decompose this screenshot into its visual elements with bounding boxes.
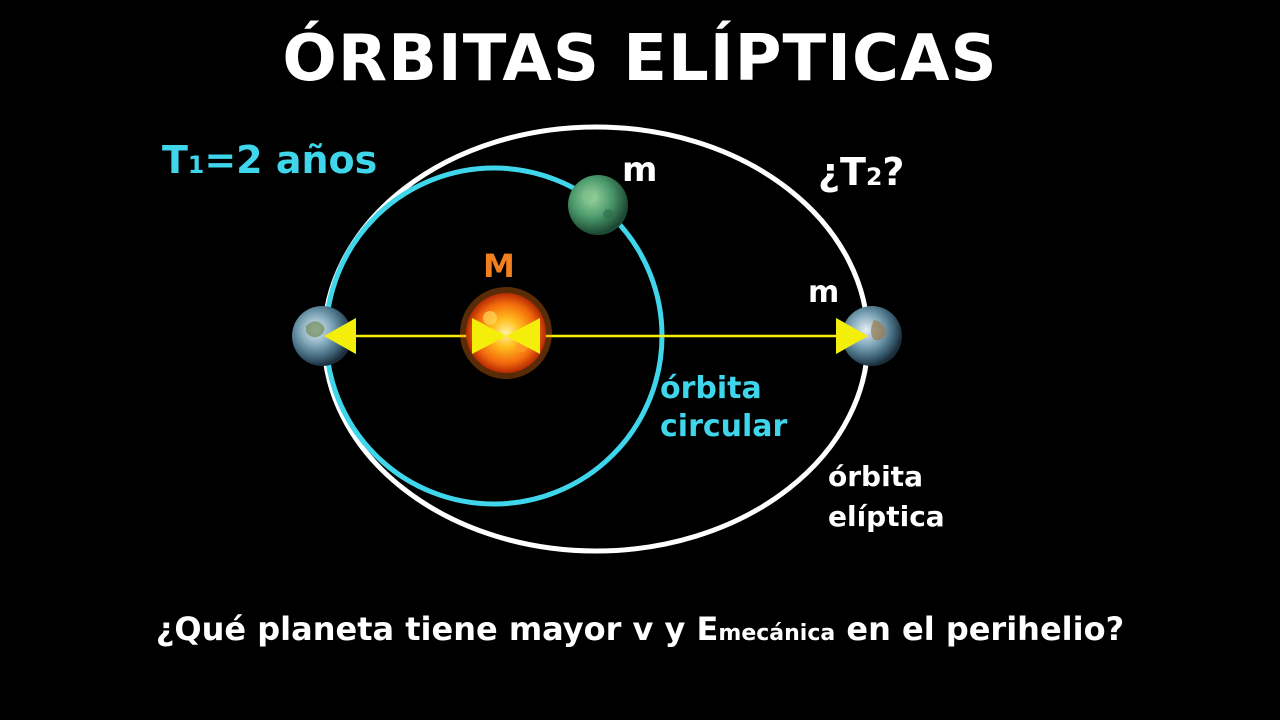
planet-mass-label-circular: m — [622, 150, 658, 190]
period-t1-label: T1=2 años — [162, 138, 378, 182]
period-t2-label: ¿T2? — [818, 150, 905, 194]
major-axis-arrows — [324, 318, 868, 354]
elliptic-orbit-label: órbita elíptica — [828, 460, 945, 533]
circular-orbit-label: órbita circular — [660, 371, 788, 444]
question-text: ¿Qué planeta tiene mayor v y Emecánica e… — [155, 610, 1125, 648]
sun-icon — [460, 287, 552, 379]
green-planet-icon — [568, 175, 628, 235]
earth-icon-right — [836, 306, 902, 366]
page-title: ÓRBITAS ELÍPTICAS — [282, 22, 998, 96]
planet-mass-label-elliptic: m — [808, 275, 840, 310]
earth-icon-left — [292, 306, 356, 366]
sun-mass-label: M — [483, 247, 515, 285]
